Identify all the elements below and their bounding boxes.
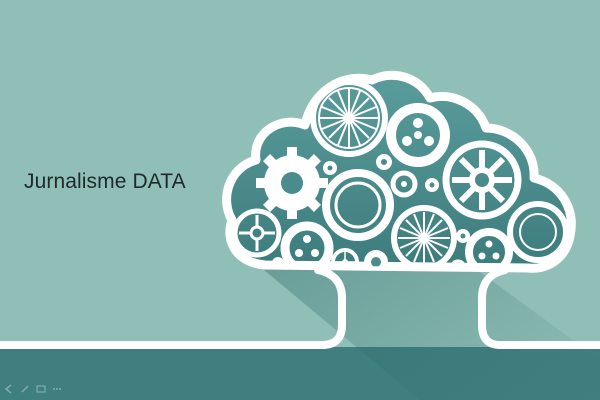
gear-icon <box>465 228 513 269</box>
gear-icon <box>391 205 457 269</box>
gear-icon <box>232 208 282 258</box>
gear-icon <box>256 147 328 219</box>
gear-icon <box>323 161 337 175</box>
gear-icon <box>442 140 522 220</box>
presentation-controls <box>4 384 62 394</box>
gear-icon <box>322 169 394 241</box>
gear-icon <box>376 154 392 170</box>
gears-group <box>232 79 569 269</box>
gear-icon <box>507 201 569 263</box>
gear-icon <box>390 170 418 198</box>
gear-icon <box>280 221 334 269</box>
gear-icon <box>331 248 359 269</box>
gear-icon <box>310 79 388 157</box>
gear-icon <box>456 229 470 243</box>
back-arrow-icon[interactable] <box>4 384 14 394</box>
more-icon[interactable] <box>52 384 62 394</box>
slide-title: Jurnalisme DATA <box>24 170 186 193</box>
gear-icon <box>386 103 450 167</box>
slides-icon[interactable] <box>36 384 46 394</box>
pen-icon[interactable] <box>20 384 30 394</box>
gear-icon <box>425 178 439 192</box>
